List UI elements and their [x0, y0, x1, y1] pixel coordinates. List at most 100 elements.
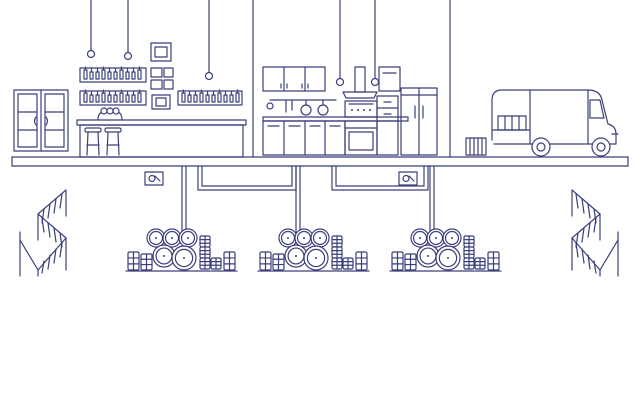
- shelf-bottles-icon: [79, 90, 147, 106]
- keg-icon: [210, 257, 222, 270]
- bottle-icon: [131, 91, 136, 103]
- barrel-icon: [278, 228, 298, 248]
- barrel-icon: [303, 245, 329, 271]
- bottle-icon: [223, 91, 228, 103]
- keg-icon: [331, 246, 343, 259]
- keg-icon: [355, 251, 368, 271]
- keg-icon: [463, 246, 475, 259]
- bottle-icon: [113, 91, 118, 103]
- barrel-icon: [146, 228, 166, 248]
- pendant-light-icon: [86, 0, 96, 59]
- cellar-section: [19, 165, 619, 277]
- range-hood-icon: [342, 66, 378, 99]
- keg-icon: [463, 257, 475, 270]
- bottle-icon: [131, 68, 136, 80]
- pendant-light-icon: [370, 0, 380, 87]
- barrel-icon: [294, 228, 314, 248]
- keg-icon: [474, 257, 486, 270]
- barrel-icon: [435, 245, 461, 271]
- bottle-icon: [89, 91, 94, 103]
- stove-icon: [344, 100, 378, 118]
- pendant-light-icon: [123, 0, 133, 61]
- keg-icon: [331, 235, 343, 248]
- barrel-stack: [257, 228, 370, 272]
- barrel-icon: [442, 228, 462, 248]
- barrel-icon: [162, 228, 182, 248]
- pendant-light-icon: [204, 0, 214, 81]
- bottle-icon: [83, 89, 88, 103]
- bottle-icon: [89, 68, 94, 80]
- refrigerator-icon: [400, 87, 438, 156]
- kitchen-cabinet-icon: [262, 66, 326, 92]
- keg-icon: [463, 235, 475, 248]
- oven-icon: [344, 120, 378, 156]
- picture-frame-icon: [151, 94, 171, 110]
- barrel-groups: [125, 228, 502, 272]
- bottle-icon: [125, 68, 130, 80]
- bottle-icon: [137, 89, 142, 103]
- staircase-icon: [19, 189, 67, 277]
- keg-icon: [272, 253, 285, 271]
- loading-bay-section: [465, 89, 619, 157]
- barrel-stack: [125, 228, 238, 272]
- bottle-icon: [119, 66, 124, 80]
- keg-icon: [223, 251, 236, 271]
- drawer-stack-icon: [376, 95, 399, 156]
- valve-box-icon: [144, 171, 164, 186]
- barrel-icon: [284, 244, 308, 268]
- bottle-icon: [95, 91, 100, 103]
- keg-icon: [199, 246, 211, 259]
- bottle-icon: [119, 89, 124, 103]
- bar-stool-icon: [104, 127, 122, 156]
- shelf-bottles-icon: [79, 67, 147, 83]
- pendant-light-icon: [335, 0, 345, 87]
- bottle-icon: [107, 91, 112, 103]
- keg-icon: [199, 257, 211, 270]
- pipe-icon: [181, 165, 435, 233]
- bottle-icon: [101, 89, 106, 103]
- bottle-icon: [211, 91, 216, 103]
- bottle-icon: [137, 66, 142, 80]
- keg-icon: [199, 235, 211, 248]
- crate-stack-icon: [465, 137, 487, 156]
- bottle-icon: [193, 91, 198, 103]
- bottle-icon: [229, 91, 234, 103]
- delivery-van-icon: [491, 89, 619, 157]
- barrel-icon: [410, 228, 430, 248]
- barrel-icon: [426, 228, 446, 248]
- keg-icon: [404, 253, 417, 271]
- beer-tap-icon: [97, 107, 123, 121]
- bottle-icon: [199, 89, 204, 103]
- picture-frame-icon: [150, 67, 174, 90]
- bar-stool-icon: [84, 127, 102, 156]
- kitchen-counter-icon: [262, 116, 409, 156]
- bottle-rows: [83, 66, 240, 103]
- bottle-icon: [217, 89, 222, 103]
- taproom-section: [13, 0, 247, 158]
- kitchen-section: [262, 0, 438, 156]
- keg-icon: [127, 251, 140, 271]
- barrel-icon: [171, 245, 197, 271]
- cabinet-tall-icon: [378, 66, 401, 92]
- picture-frame-icon: [150, 42, 172, 62]
- bottle-icon: [181, 89, 186, 103]
- bottle-icon: [125, 91, 130, 103]
- bottle-icon: [83, 66, 88, 80]
- hanging-pans-icon: [266, 99, 337, 116]
- bar-counter-icon: [76, 119, 247, 158]
- bottle-icon: [205, 91, 210, 103]
- double-door-icon: [13, 89, 69, 152]
- bottle-icon: [95, 68, 100, 80]
- keg-icon: [140, 253, 153, 271]
- shelf-bottles-icon: [177, 90, 243, 106]
- bottle-icon: [101, 66, 106, 80]
- bottle-icon: [235, 89, 240, 103]
- keg-icon: [391, 251, 404, 271]
- keg-icon: [259, 251, 272, 271]
- staircase-icon: [571, 189, 619, 277]
- keg-icon: [342, 257, 354, 270]
- keg-icon: [487, 251, 500, 271]
- barrel-icon: [178, 228, 198, 248]
